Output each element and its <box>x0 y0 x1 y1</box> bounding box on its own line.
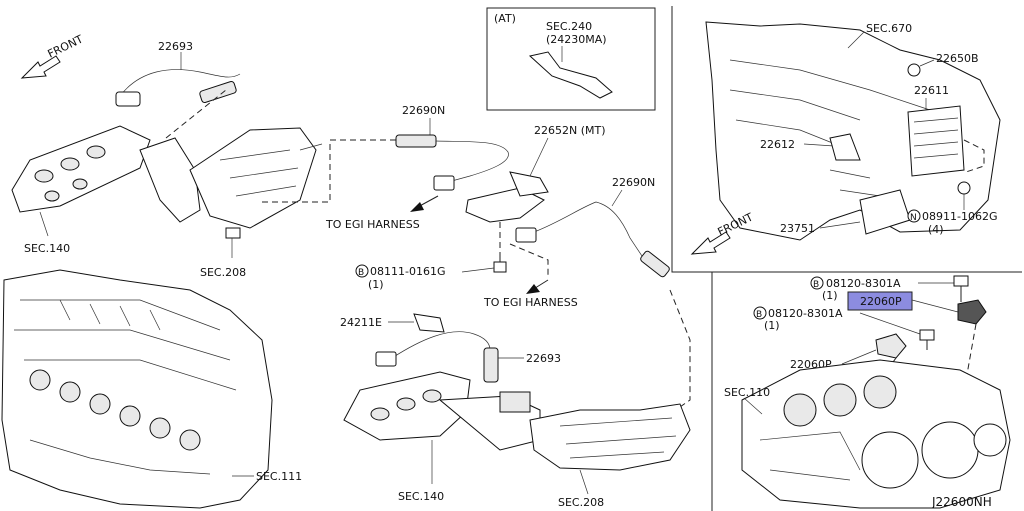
engine-block-left <box>1 269 273 509</box>
sensor-22690n-mid <box>515 201 670 278</box>
body-panel-sec670 <box>705 21 1001 241</box>
front-arrow-icon <box>20 55 61 79</box>
label-sec208-top: SEC.208 <box>200 266 246 279</box>
label-sec110: SEC.110 <box>724 386 770 399</box>
harness-arrow-icon <box>410 195 549 294</box>
sensor-22693-top <box>115 52 241 107</box>
label-22650b: 22650B <box>936 52 979 65</box>
label-23751: 23751 <box>780 222 815 235</box>
diagram-id: J22600NH <box>931 495 992 509</box>
bracket-24211e <box>413 313 445 333</box>
label-08911-qty: (4) <box>928 223 944 236</box>
label-at: (AT) <box>494 12 516 25</box>
label-sec670: SEC.670 <box>866 22 912 35</box>
label-08120-b: 08120-8301A <box>768 307 843 320</box>
label-sec111: SEC.111 <box>256 470 302 483</box>
sensor-22690n-top <box>395 134 509 191</box>
circle-b-1: B <box>358 268 364 278</box>
bracket-24230ma <box>528 46 613 99</box>
highlight-22060p <box>847 291 913 311</box>
exhaust-manifold-top <box>11 125 323 239</box>
label-egi-harness-1: TO EGI HARNESS <box>325 218 420 231</box>
knock-sensor-b <box>875 333 907 359</box>
bolt-icon <box>493 252 507 273</box>
circle-n: N <box>910 213 917 223</box>
sensor-22693-mid <box>375 331 499 383</box>
front-arrow-icon-right <box>690 231 731 255</box>
circle-b-3: B <box>756 310 762 320</box>
label-08111-qty: (1) <box>368 278 384 291</box>
exhaust-manifold-bottom <box>343 371 691 471</box>
nut-icon <box>907 63 971 195</box>
engine-block-right <box>741 359 1011 509</box>
label-08911: 08911-1062G <box>922 210 997 223</box>
knock-sensor-a <box>957 299 987 325</box>
label-22693-top: 22693 <box>158 40 193 53</box>
label-sec240: SEC.240 <box>546 20 592 33</box>
label-22693-mid: 22693 <box>526 352 561 365</box>
label-sec208-bottom: SEC.208 <box>558 496 604 509</box>
label-08120-b-qty: (1) <box>764 319 780 332</box>
label-22611: 22611 <box>914 84 949 97</box>
label-22690n-top: 22690N <box>402 104 445 117</box>
label-22690n-mid: 22690N <box>612 176 655 189</box>
label-08111: 08111-0161G <box>370 265 445 278</box>
label-22612: 22612 <box>760 138 795 151</box>
bracket-22652n <box>465 171 549 223</box>
label-22060p-highlighted: 22060P <box>860 295 902 308</box>
label-08120-a: 08120-8301A <box>826 277 901 290</box>
bracket-22612 <box>829 133 861 161</box>
label-egi-harness-2: TO EGI HARNESS <box>483 296 578 309</box>
label-08120-a-qty: (1) <box>822 289 838 302</box>
bolt-icon-a <box>953 275 969 302</box>
bolt-icon-b <box>919 329 935 350</box>
label-sec140-top: SEC.140 <box>24 242 70 255</box>
front-label-top: FRONT <box>46 32 86 60</box>
label-22652n: 22652N (MT) <box>534 124 606 137</box>
circle-b-2: B <box>813 280 819 290</box>
label-24230ma: (24230MA) <box>546 33 607 46</box>
label-sec140-bottom: SEC.140 <box>398 490 444 503</box>
panel-borders <box>486 6 1022 511</box>
label-24211e: 24211E <box>340 316 382 329</box>
ecm-22611 <box>907 105 985 177</box>
